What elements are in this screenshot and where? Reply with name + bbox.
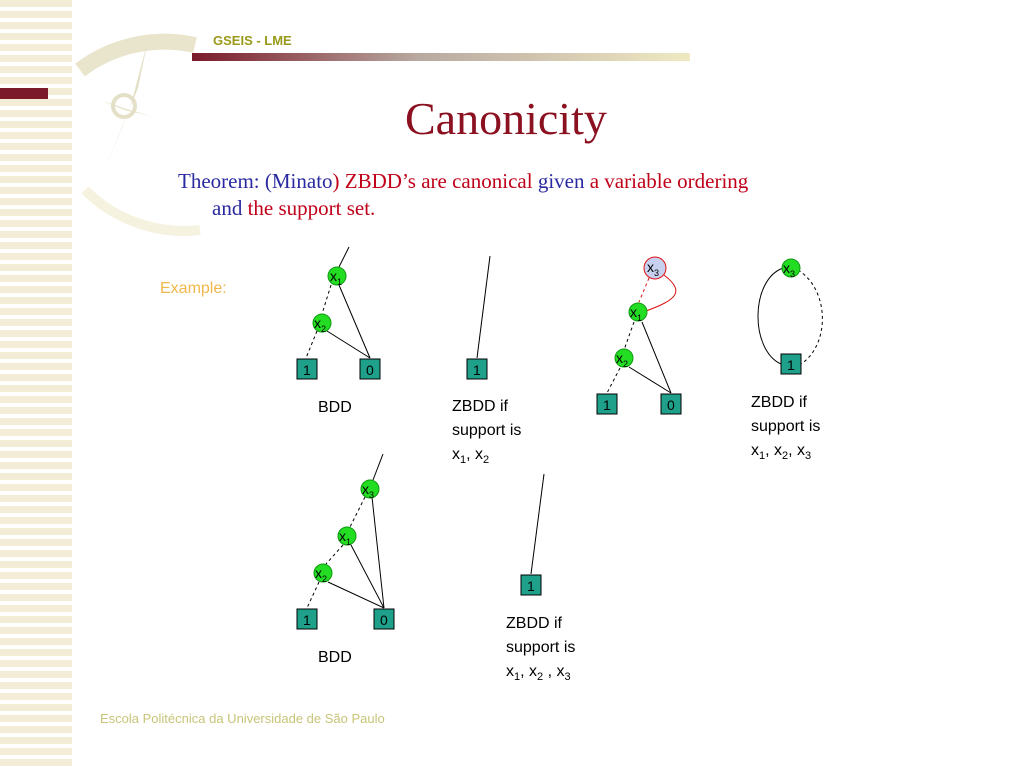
terminal-one: 1 [303,362,311,378]
terminal-one: 1 [787,357,795,373]
caption-zbdd-x1-x2-x3: ZBDD if support is x1, x2, x3 [751,394,821,463]
node-labels: x1 x2 1 0 1 x3 x1 x2 1 0 x3 1 x3 x1 x2 1… [303,259,795,628]
terminal-zero: 0 [366,362,374,378]
terminal-one: 1 [527,578,535,594]
caption-zbdd-second: ZBDD if support is x1, x2 , x3 [506,615,576,684]
node-x3-label: x3 [362,481,374,500]
node-x1-label: x1 [630,304,642,323]
terminal-one: 1 [303,612,311,628]
node-x1-label: x1 [339,528,351,547]
node-x3-label: x3 [647,259,659,278]
terminal-zero: 0 [667,397,675,413]
theorem-text: Theorem: (Minato) ZBDD’s are canonical g… [178,169,749,220]
diagram-bdd-x3 [596,256,682,415]
caption-bdd-1: BDD [318,399,352,416]
diagram-bdd-1 [296,246,381,380]
node-x3-label: x3 [783,260,795,279]
terminal-one: 1 [473,362,481,378]
slide-title: Canonicity [405,93,607,144]
diagram-zbdd-2 [520,473,545,596]
node-x1-label: x1 [330,268,342,287]
node-x2-label: x2 [314,315,326,334]
diagram-zbdd-x3 [757,258,823,375]
diagram-zbdd-1 [466,255,491,380]
node-x2-label: x2 [616,350,628,369]
node-x2-label: x2 [315,565,327,584]
left-accent-bar [0,88,48,99]
footer-institution: Escola Politécnica da Universidade de Sã… [100,711,385,726]
compass-logo-icon [75,33,201,236]
terminal-one: 1 [603,397,611,413]
decorative-stripes [0,0,72,767]
example-label: Example: [160,280,227,297]
terminal-zero: 0 [380,612,388,628]
header-bar [192,53,690,61]
header-org: GSEIS - LME [213,33,292,48]
diagram-bdd-2 [296,453,395,630]
caption-bdd-2: BDD [318,649,352,666]
caption-zbdd-x1-x2: ZBDD if support is x1, x2 [452,398,522,467]
